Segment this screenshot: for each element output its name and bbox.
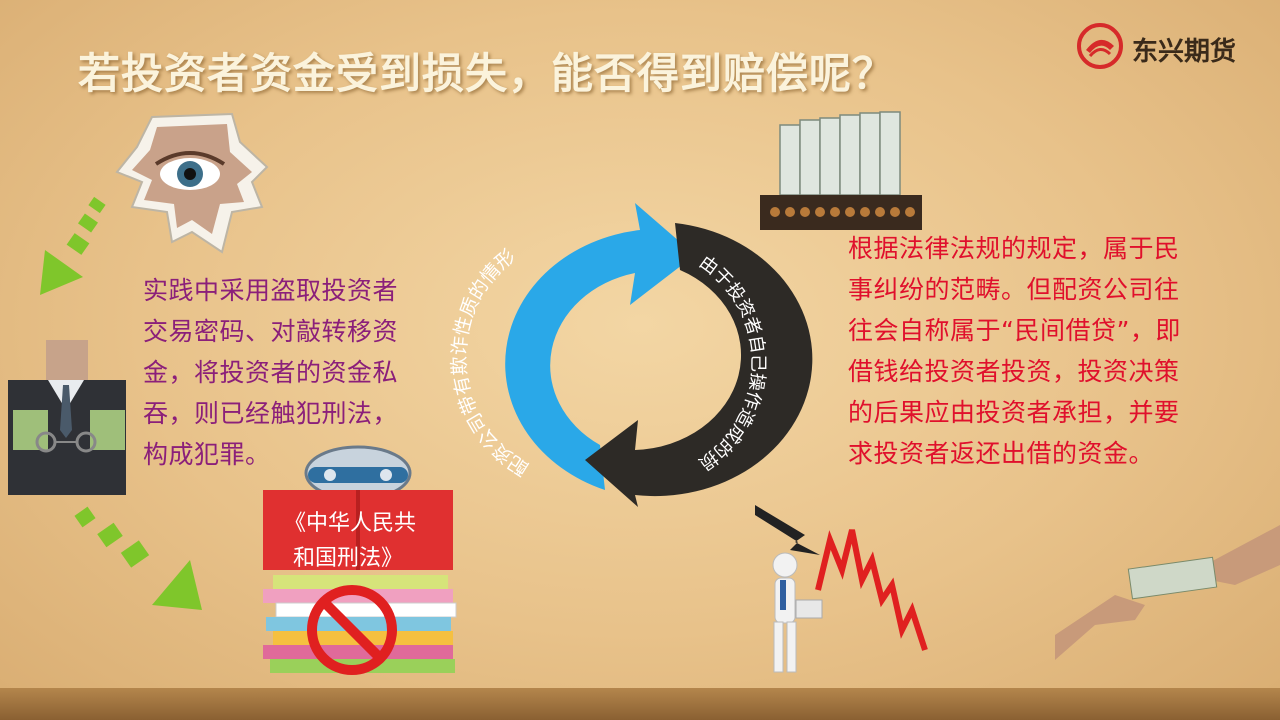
right-description: 根据法律法规的规定，属于民事纠纷的范畴。但配资公司往往会自称属于“民间借贷”，即… xyxy=(848,234,1181,468)
falling-chart-icon xyxy=(755,505,928,673)
businessman-handcuffed-icon xyxy=(8,340,126,495)
book-title-line1: 《中华人民共 xyxy=(284,511,417,536)
floor-strip xyxy=(0,688,1280,720)
logo-text: 东兴期货 xyxy=(1132,37,1237,67)
eye-peek-icon xyxy=(115,112,269,254)
green-arrow-icon xyxy=(74,506,202,610)
money-handover-icon xyxy=(1055,525,1280,660)
prohibition-icon xyxy=(307,585,397,675)
money-abacus-icon xyxy=(760,111,922,230)
slide-title: 若投资者资金受到损失，能否得到赔偿呢？ xyxy=(78,49,896,98)
left-description: 实践中采用盗取投资者交易密码、对敲转移资金，将投资者的资金私吞，则已经触犯刑法，… xyxy=(143,276,399,469)
green-arrow-icon xyxy=(40,196,106,295)
blue-cycle-arrow xyxy=(505,203,695,490)
company-logo xyxy=(1077,23,1123,69)
dark-cycle-arrow xyxy=(585,223,813,507)
cycle-diagram: 配资公司带有欺诈性质的情形 由于投资者自己操作造成的损失 xyxy=(430,195,813,507)
book-title-line2: 和国刑法》 xyxy=(293,546,404,571)
